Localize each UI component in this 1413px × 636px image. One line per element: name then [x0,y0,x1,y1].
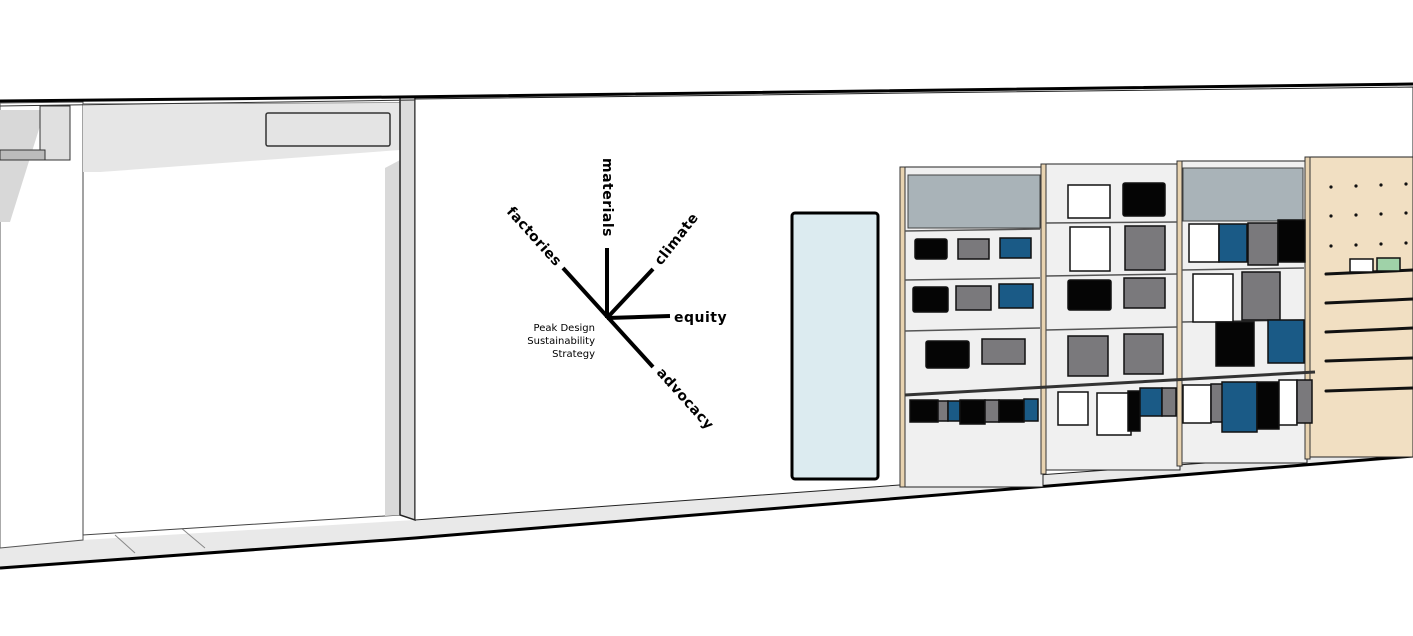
center-text-line: Strategy [552,349,595,360]
center-text-line: Sustainability [527,336,595,347]
spoke-factories-advocacy [561,266,655,369]
ceiling-edge [0,82,1413,103]
spoke-climate [605,267,655,320]
glass-panel [790,211,880,481]
post [1040,163,1047,475]
floor [0,448,1413,570]
shelving-units [899,156,1413,488]
banner-image [907,174,1041,229]
left-room-ledge [0,149,46,161]
sustainability-strategy-graphic [561,248,671,369]
label-materials: materials [599,158,615,237]
center-text-line: Peak Design [534,323,595,334]
wall-column [399,96,416,522]
post [1176,160,1183,467]
left-room-wall [0,101,84,549]
spoke-equity [606,314,671,320]
left-room-shadow [0,110,45,222]
label-equity: equity [674,310,727,326]
pegboard-panel [1306,156,1413,458]
floor-seam [179,526,206,549]
post [1304,156,1311,460]
floor-edge [0,454,1413,570]
post [899,166,906,488]
hanging-rail [904,370,1316,397]
ceiling-edge-inner [0,99,416,107]
banner-image [1182,167,1304,222]
floor-seam [114,534,136,554]
exit-sign [265,112,391,147]
door-jamb-shadow [385,160,400,516]
